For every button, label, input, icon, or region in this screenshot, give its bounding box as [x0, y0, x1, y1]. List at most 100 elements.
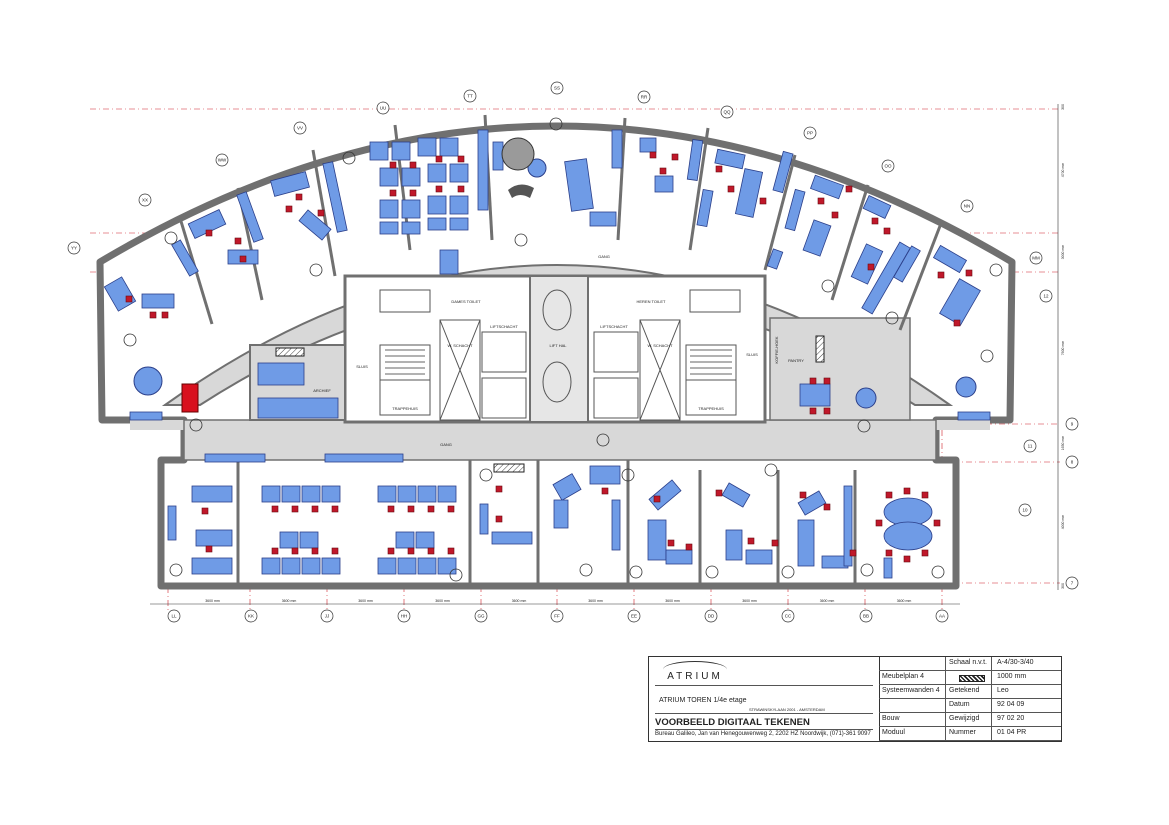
room-label-trappehuis-left: TRAPPEHUIS: [392, 406, 418, 411]
axis-oo-bubble: [881, 159, 895, 173]
field-left: Systeemwanden 4: [882, 687, 940, 694]
axis-ww-bubble: [215, 153, 229, 167]
field-label: Datum: [949, 701, 970, 708]
hatch-scale-icon: [959, 675, 985, 682]
divider: [945, 657, 946, 741]
title-block: ATRIUM ATRIUM TOREN 1/4e etage STRAWINSK…: [648, 656, 1062, 742]
dimension-label: 3600 mm: [742, 599, 757, 603]
axis-11: 11: [1028, 444, 1033, 449]
red-cabinet: [181, 383, 199, 413]
axis-hh: HH: [401, 614, 408, 619]
axis-jj: JJ: [325, 614, 330, 619]
axis-7-bubble: [1065, 576, 1079, 590]
axis-ee: EE: [631, 614, 637, 619]
axis-8-bubble: [1065, 455, 1079, 469]
dimension-label: 3600 mm: [665, 599, 680, 603]
field-value: 01 04 PR: [997, 729, 1027, 736]
axis-kk: KK: [248, 614, 254, 619]
axis-aa: AA: [939, 614, 945, 619]
axis-hh-bubble: [397, 609, 411, 623]
project-subtitle: ATRIUM TOREN 1/4e etage: [659, 697, 747, 704]
office-address: Bureau Galileo, Jan van Henegouwenweg 2,…: [655, 731, 871, 737]
partitions: [178, 114, 942, 586]
axis-xx-bubble: [138, 193, 152, 207]
dimension-label: 4700 mm: [1061, 163, 1065, 178]
room-label-dames-toilet: DAMES TOILET: [451, 299, 481, 304]
room-label-sluis-left: SLUIS: [356, 364, 368, 369]
axis-vv-bubble: [293, 121, 307, 135]
axis-ff: FF: [554, 614, 560, 619]
dimension-label: 3600 mm: [588, 599, 603, 603]
dimension-label: 3600 mm: [512, 599, 527, 603]
spiral-stair: [501, 137, 535, 198]
axis-ll-bubble: [167, 609, 181, 623]
field-label: Getekend: [949, 687, 980, 694]
room-label-koffiehoek: KOFFIE-HOEK: [774, 336, 779, 363]
axis-12: 12: [1043, 294, 1049, 299]
logo-arc-icon: [663, 661, 727, 678]
axis-cc: CC: [785, 614, 792, 619]
axis-dd-bubble: [704, 609, 718, 623]
dimension-label: 7600 mm: [1061, 341, 1065, 356]
field-value: Leo: [997, 687, 1009, 694]
dimension-label: 3600 mm: [358, 599, 373, 603]
dimension-label: 3600 mm: [282, 599, 297, 603]
logo-text: ATRIUM: [667, 671, 723, 682]
room-label-wschacht-left: W. SCHACHT: [447, 343, 473, 348]
axis-tt-bubble: [463, 89, 477, 103]
axis-ww: WW: [218, 158, 227, 163]
axis-gg-bubble: [474, 609, 488, 623]
axis-yy-bubble: [67, 241, 81, 255]
core-details: [379, 289, 741, 421]
axis-mm: MM: [1032, 256, 1040, 261]
axis-nn: NN: [964, 204, 971, 209]
round-tables: [133, 158, 977, 409]
room-label-liftschacht-left: LIFTSCHACHT: [490, 324, 518, 329]
field-left: Moduul: [882, 729, 905, 736]
room-label-gang-top: GANG: [598, 254, 610, 259]
dimension-label: 3600 mm: [897, 599, 912, 603]
dimension-label: 1650 mm: [1061, 436, 1065, 451]
axis-yy: YY: [71, 246, 77, 251]
dimension-label: 3600 mm: [820, 599, 835, 603]
divider: [655, 713, 873, 714]
axis-ss: SS: [554, 86, 560, 91]
axis-ss-bubble: [550, 81, 564, 95]
axis-cc-bubble: [781, 609, 795, 623]
axis-nn-bubble: [960, 199, 974, 213]
field-label: Nummer: [949, 729, 976, 736]
dimension-label: 4000 mm: [1061, 515, 1065, 530]
axis-10-bubble: [1018, 503, 1032, 517]
atrium-logo: ATRIUM: [655, 661, 735, 683]
axis-ff-bubble: [550, 609, 564, 623]
divider: [655, 685, 873, 686]
dimension-label: 300: [1061, 583, 1065, 589]
room-label-archief: ARCHIEF: [313, 388, 331, 393]
axis-qq-bubble: [720, 105, 734, 119]
plants: [123, 117, 1003, 582]
axis-tt: TT: [467, 94, 473, 99]
field-label: Schaal n.v.t.: [949, 659, 988, 666]
room-label-trappehuis-right: TRAPPEHUIS: [698, 406, 724, 411]
field-left: Bouw: [882, 715, 900, 722]
axis-ee-bubble: [627, 609, 641, 623]
axis-11-bubble: [1023, 439, 1037, 453]
room-label-liftschacht-right: LIFTSCHACHT: [600, 324, 628, 329]
axis-uu: UU: [380, 106, 387, 111]
axis-pp-bubble: [803, 126, 817, 140]
axis-ll: LL: [171, 614, 177, 619]
field-label: Gewijzigd: [949, 715, 980, 722]
divider: [655, 729, 873, 730]
room-label-gang-bottom: GANG: [440, 442, 452, 447]
room-label-lifthal: LIFT HAL: [549, 343, 567, 348]
axis-12-bubble: [1039, 289, 1053, 303]
axis-rr: RR: [641, 95, 648, 100]
title-block-left: ATRIUM ATRIUM TOREN 1/4e etage STRAWINSK…: [649, 657, 880, 741]
axis-uu-bubble: [376, 101, 390, 115]
axis-dd: DD: [708, 614, 715, 619]
field-value: 1000 mm: [997, 673, 1027, 680]
desks: [103, 129, 991, 579]
